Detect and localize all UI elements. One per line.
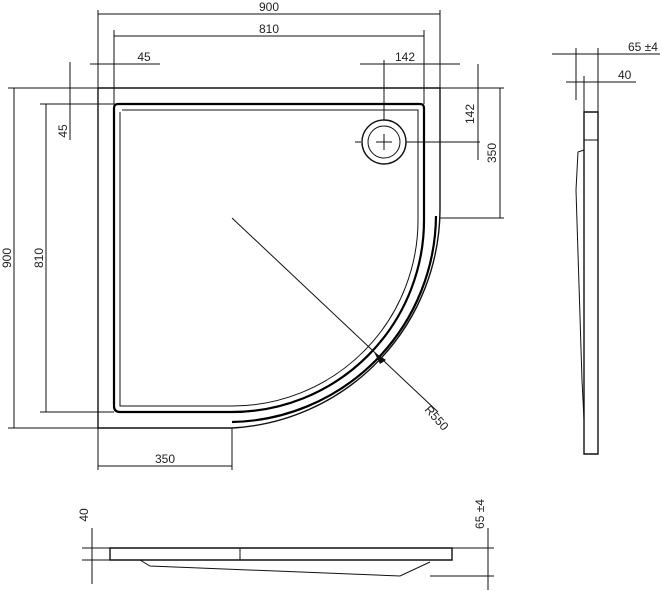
dim-top-offset: 45 xyxy=(56,124,70,138)
front-view: 40 65 ±4 xyxy=(77,499,494,590)
dim-overall-width: 900 xyxy=(259,0,279,14)
dim-inner-depth: 810 xyxy=(32,248,46,268)
drain-icon xyxy=(355,119,413,165)
dim-drain-offset-y: 142 xyxy=(463,104,477,124)
basin-rim-curve xyxy=(231,215,438,424)
dim-drain-offset-x: 142 xyxy=(395,50,415,64)
plan-view: R550 900 810 45 142 45 900 810 xyxy=(0,0,504,470)
radius-label: R550 xyxy=(422,403,452,434)
radius-arrow xyxy=(374,352,386,364)
dim-inner-width: 810 xyxy=(259,22,279,36)
dim-total-height-side: 65 ±4 xyxy=(628,40,658,54)
side-profile xyxy=(583,111,599,455)
radius-leader xyxy=(231,217,439,413)
dim-tray-height-front: 40 xyxy=(77,508,91,522)
dim-overall-depth: 900 xyxy=(0,248,14,268)
basin-outline-inner xyxy=(119,109,419,407)
dim-drain-to-edge: 350 xyxy=(485,143,499,163)
basin-outline-outer xyxy=(112,102,426,414)
dim-total-height-front: 65 ±4 xyxy=(473,499,487,529)
dim-left-offset: 45 xyxy=(137,50,151,64)
side-view: 65 ±4 40 xyxy=(552,40,660,455)
dim-tray-height-side: 40 xyxy=(618,68,632,82)
tray-outer-outline xyxy=(97,87,441,429)
front-profile xyxy=(109,547,453,561)
dim-bottom-straight: 350 xyxy=(155,452,175,466)
